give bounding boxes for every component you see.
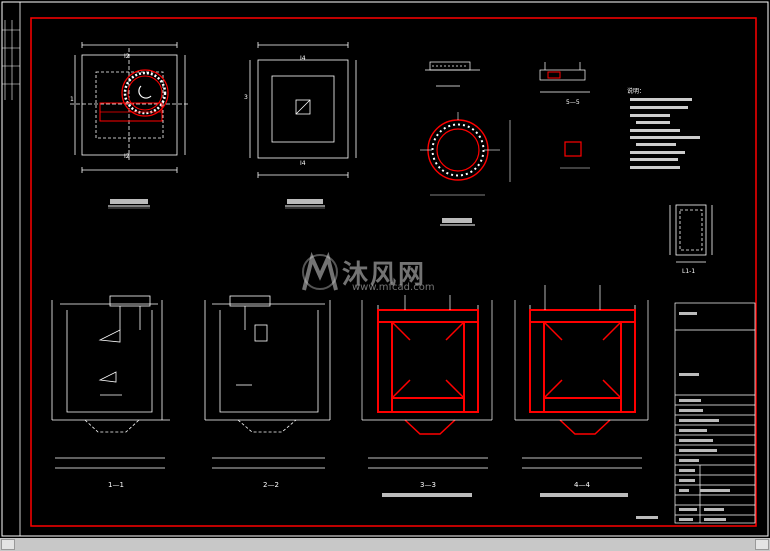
title-block-text xyxy=(679,312,730,521)
watermark-brand: 沐风网 xyxy=(342,260,427,290)
small-detail-a xyxy=(425,61,480,87)
scale-note xyxy=(636,516,658,519)
plan1-marker-top: I2 xyxy=(124,53,130,60)
plan2-title-text xyxy=(287,199,323,204)
plan1-marker-left: 1 xyxy=(70,96,74,103)
notes-lines xyxy=(630,98,700,169)
section-label-l1-1: L1-1 xyxy=(682,268,695,275)
plan-view-2 xyxy=(249,42,357,178)
section-label-1-1: 1—1 xyxy=(108,481,124,489)
left-title-strip xyxy=(2,20,20,100)
small-red-detail xyxy=(564,141,582,157)
plan2-marker-top: I4 xyxy=(300,55,306,62)
section-view-3-3 xyxy=(361,295,493,469)
sheet-border xyxy=(1,1,769,537)
section-label-3-3: 3—3 xyxy=(420,481,436,489)
section-label-2-2: 2—2 xyxy=(263,481,279,489)
section-4-4-caption xyxy=(540,493,628,497)
detail-5-5 xyxy=(539,62,590,93)
section-view-4-4 xyxy=(514,285,649,469)
notes-heading: 说明： xyxy=(627,87,645,95)
section-3-3-caption xyxy=(382,493,472,497)
plan2-marker-bottom: I4 xyxy=(300,160,306,167)
plan-view-1-centre-mark xyxy=(138,85,152,99)
title-block xyxy=(674,302,756,524)
red-drawing-frame xyxy=(30,17,757,527)
scroll-right-button[interactable] xyxy=(755,539,769,550)
mfcad-logo-icon xyxy=(302,252,338,291)
horizontal-scrollbar[interactable] xyxy=(0,538,770,551)
section-view-2-2 xyxy=(204,295,331,469)
watermark-url: www.mfcad.com xyxy=(352,282,435,293)
section-view-1-1 xyxy=(51,295,170,469)
scroll-left-button[interactable] xyxy=(1,539,15,550)
ring-title-text xyxy=(442,218,472,223)
plan-view-1-red-hatch xyxy=(99,69,169,122)
watermark: 沐风网 www.mfcad.com xyxy=(300,250,470,300)
detail-l1-1 xyxy=(669,204,713,263)
ring-detail xyxy=(420,112,511,196)
plan1-title-text xyxy=(110,199,148,204)
detail-5-5-red xyxy=(547,71,561,79)
section-label-5-5: 5—5 xyxy=(566,99,580,106)
plan2-marker-left: 3 xyxy=(244,94,248,101)
plan1-marker-bottom: I2 xyxy=(124,153,130,160)
section-label-4-4: 4—4 xyxy=(574,481,590,489)
